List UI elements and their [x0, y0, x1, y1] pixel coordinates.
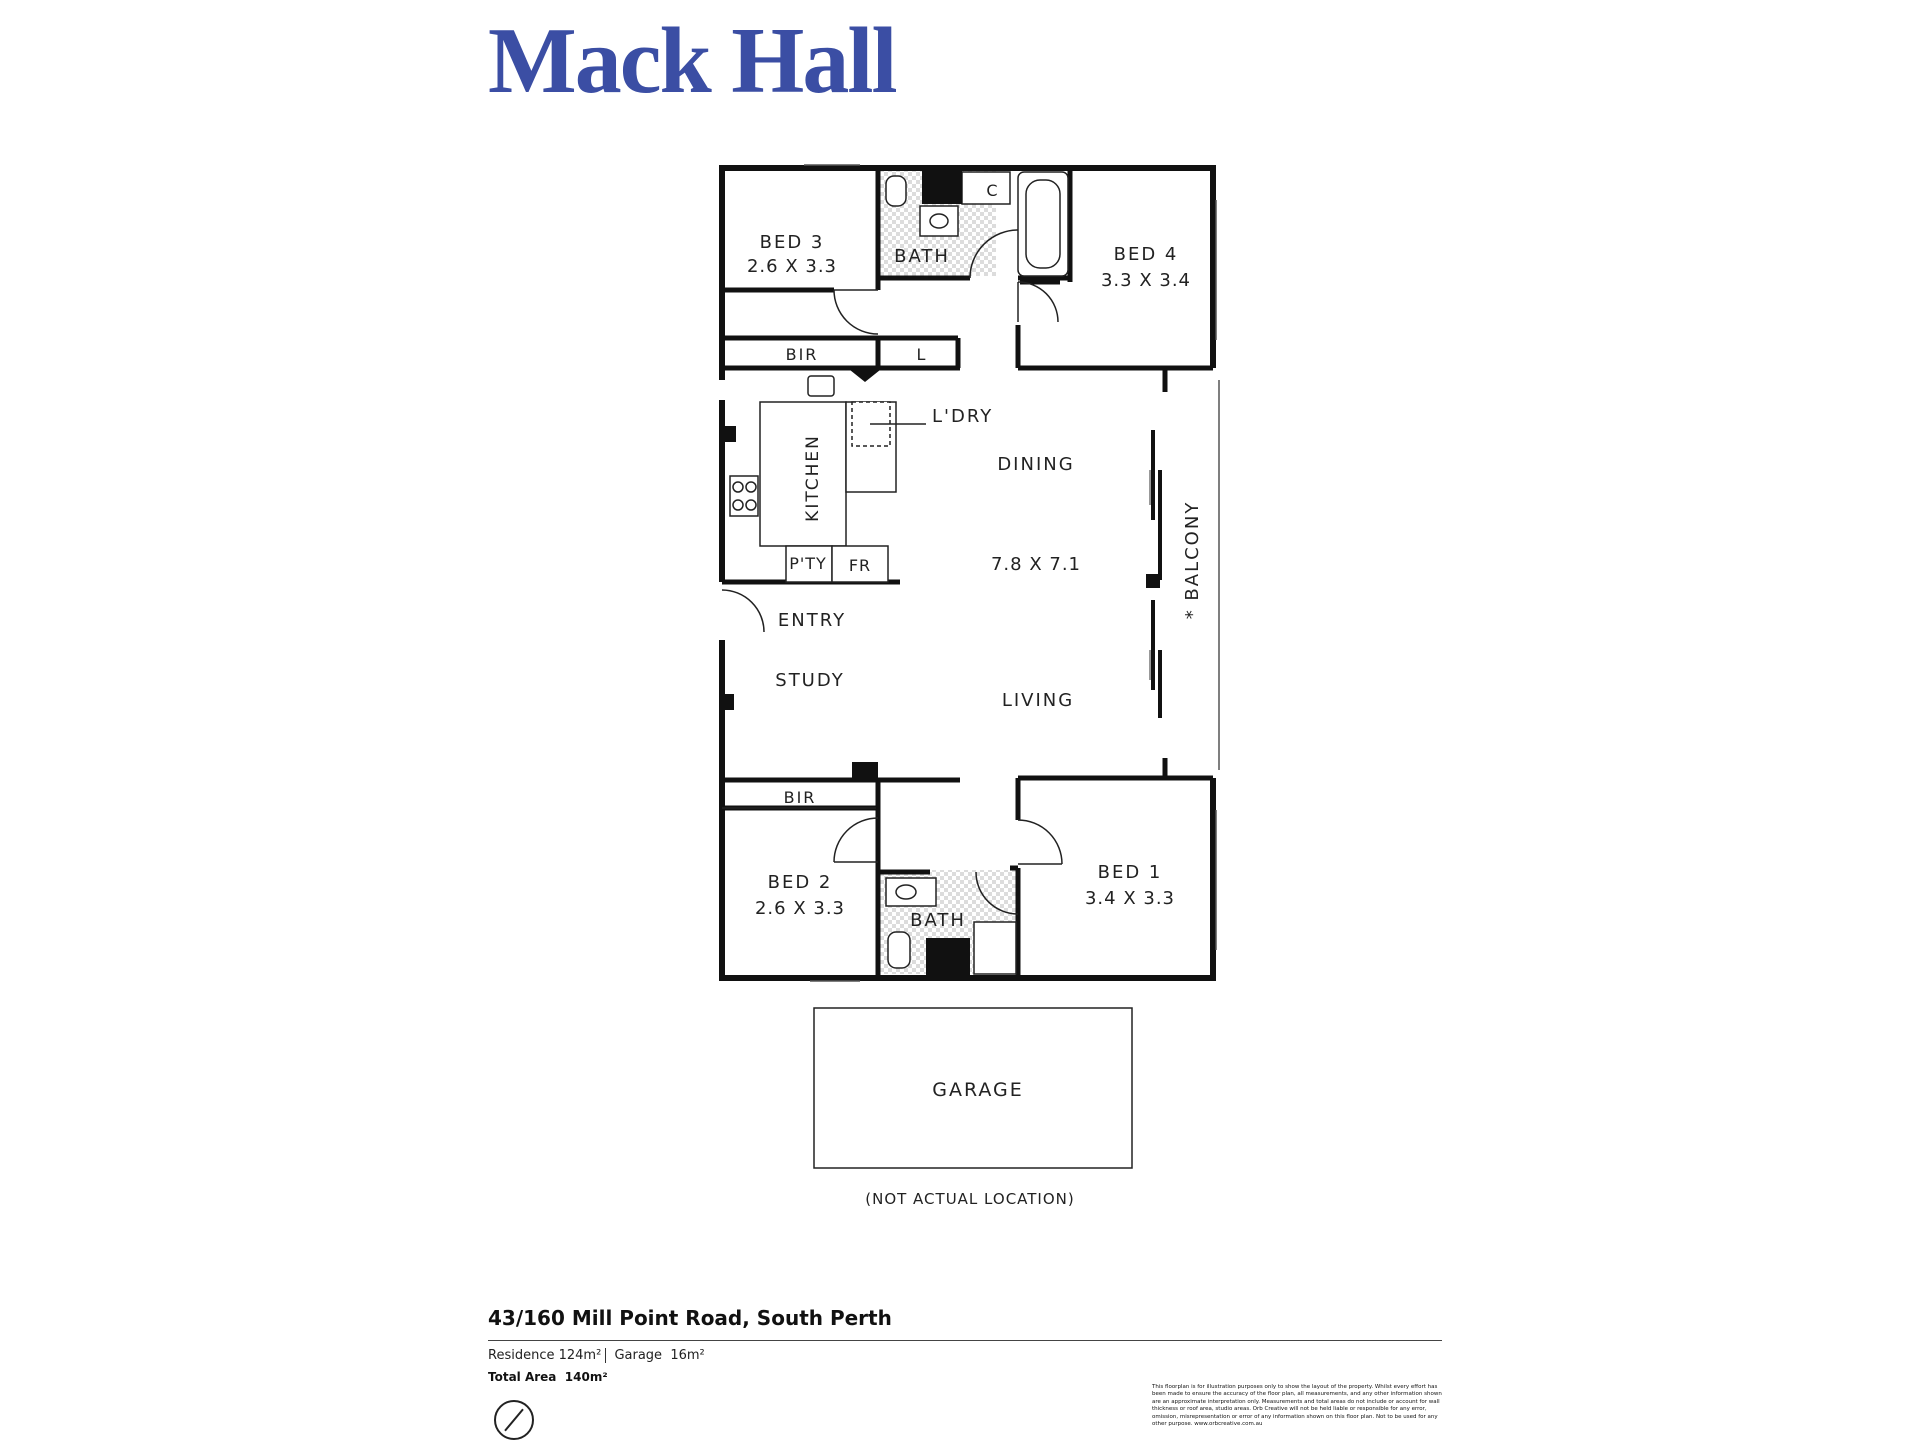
living-label: LIVING: [1002, 690, 1074, 711]
garage-label: GARAGE: [932, 1079, 1024, 1101]
bed4-dims: 3.3 X 3.4: [1101, 270, 1191, 291]
column-left-1: [724, 426, 736, 442]
residence-value: 124m²: [558, 1348, 602, 1363]
study-label: STUDY: [775, 670, 844, 691]
bed1-dims: 3.4 X 3.3: [1085, 888, 1175, 909]
area-separator: [605, 1348, 607, 1363]
brand-logo: Mack Hall: [488, 9, 898, 113]
dining-label: DINING: [997, 454, 1074, 475]
footer-divider: [488, 1340, 1442, 1341]
residence-label: Residence: [488, 1348, 555, 1363]
bath-top-duct: [922, 170, 962, 204]
north-compass-icon: [494, 1400, 534, 1440]
garage-area-label: Garage: [614, 1348, 663, 1363]
bath-bottom-duct: [926, 938, 970, 976]
bath-bottom-label: BATH: [910, 910, 966, 931]
bath-top-fixtures: [885, 171, 1069, 277]
entry-label: ENTRY: [778, 610, 846, 631]
property-address: 43/160 Mill Point Road, South Perth: [488, 1306, 892, 1330]
kitchen-column: [850, 370, 880, 382]
column-left-2: [724, 694, 734, 710]
balcony-label: * BALCONY: [1182, 501, 1203, 620]
total-area: Total Area 140m²: [488, 1370, 608, 1384]
bed2-label: BED 2: [768, 872, 833, 893]
bath-bottom-fixtures: [885, 877, 1017, 975]
fridge-label: FR: [849, 556, 871, 575]
dining-living-dims: 7.8 X 7.1: [991, 554, 1081, 575]
bir-top-label: BIR: [786, 345, 819, 364]
cupboard-label: C: [986, 181, 999, 200]
bir-bottom-label: BIR: [784, 788, 817, 807]
laundry-label: L'DRY: [932, 406, 993, 427]
windows: [804, 164, 1220, 982]
bed3-dims: 2.6 X 3.3: [747, 256, 837, 277]
bed3-label: BED 3: [760, 232, 825, 253]
garage-note: (NOT ACTUAL LOCATION): [865, 1190, 1074, 1208]
door-swings: [721, 229, 1063, 915]
disclaimer-text: This floorplan is for illustration purpo…: [1152, 1384, 1442, 1428]
bath-top-label: BATH: [894, 246, 950, 267]
interior-walls: [722, 168, 1213, 978]
garage-area-value: 16m²: [670, 1348, 705, 1363]
bed4-label: BED 4: [1114, 244, 1179, 265]
bed2-dims: 2.6 X 3.3: [755, 898, 845, 919]
area-summary: Residence 124m² Garage 16m²: [488, 1348, 705, 1363]
column-mid: [852, 762, 878, 778]
kitchen-label: KITCHEN: [803, 434, 823, 522]
kitchen-fixtures: [729, 375, 926, 583]
bed1-label: BED 1: [1098, 862, 1163, 883]
balcony-sliding-doors: [1146, 430, 1162, 718]
total-area-value: 140m²: [564, 1370, 608, 1384]
garage-outline: [813, 1007, 1133, 1169]
total-area-label: Total Area: [488, 1370, 557, 1384]
linen-label: L: [917, 345, 928, 364]
pantry-label: P'TY: [789, 554, 827, 573]
